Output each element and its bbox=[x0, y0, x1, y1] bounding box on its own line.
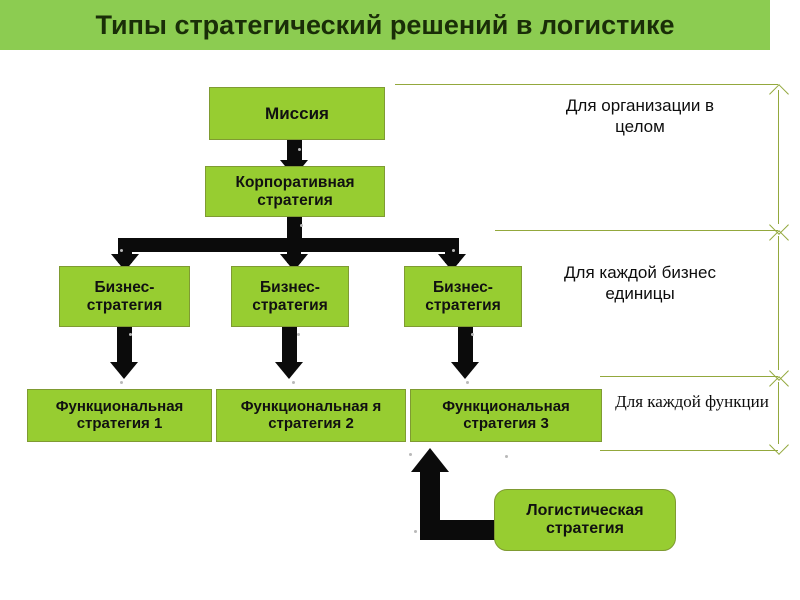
node-mission-label: Миссия bbox=[265, 103, 329, 123]
connector-logistics-horizontal bbox=[420, 520, 505, 540]
scope-divider-bottom bbox=[600, 450, 778, 451]
node-business-strategy-1-label: Бизнес-стратегия bbox=[86, 279, 163, 314]
node-corporate-strategy-label: Корпоративная стратегия bbox=[235, 174, 355, 209]
node-business-strategy-2-label: Бизнес-стратегия bbox=[252, 279, 328, 314]
scan-speck bbox=[120, 381, 123, 384]
chevron-up-icon-1 bbox=[769, 84, 789, 104]
scope-divider-2 bbox=[600, 376, 778, 377]
scan-speck bbox=[452, 249, 455, 252]
scan-speck bbox=[300, 224, 303, 227]
connector-functional-3-stem bbox=[458, 327, 473, 367]
node-corporate-strategy[interactable]: Корпоративная стратегия bbox=[205, 166, 385, 217]
scan-speck bbox=[466, 381, 469, 384]
arrow-functional-3-head bbox=[451, 362, 479, 379]
scope-measure-line-2 bbox=[778, 236, 779, 370]
connector-functional-1-stem bbox=[117, 327, 132, 367]
scope-label-function: Для каждой функции bbox=[615, 392, 769, 411]
connector-mission-corporate-stem bbox=[287, 140, 302, 166]
arrow-functional-2-head bbox=[275, 362, 303, 379]
node-business-strategy-2[interactable]: Бизнес-стратегия bbox=[231, 266, 349, 327]
node-mission[interactable]: Миссия bbox=[209, 87, 385, 140]
node-functional-strategy-3[interactable]: Функциональная стратегия 3 bbox=[410, 389, 602, 442]
node-functional-strategy-1-label: Функциональная стратегия 1 bbox=[55, 397, 184, 432]
node-logistics-strategy[interactable]: Логистическая стратегия bbox=[494, 489, 676, 551]
node-functional-strategy-1[interactable]: Функциональная стратегия 1 bbox=[27, 389, 212, 442]
scope-label-organization: Для организации в целом bbox=[565, 96, 715, 136]
chevron-down-icon-3 bbox=[769, 435, 789, 455]
connector-logistics-vertical bbox=[420, 468, 440, 526]
scan-speck bbox=[409, 453, 412, 456]
connector-corporate-rail bbox=[118, 238, 459, 252]
page-title: Типы стратегический решений в логистике bbox=[95, 10, 675, 40]
chevron-up-icon-2 bbox=[769, 230, 789, 250]
connector-functional-2-stem bbox=[282, 327, 297, 367]
node-business-strategy-1[interactable]: Бизнес-стратегия bbox=[59, 266, 190, 327]
scan-speck bbox=[414, 530, 417, 533]
chevron-up-icon-3 bbox=[769, 376, 789, 396]
scan-speck bbox=[298, 148, 301, 151]
node-business-strategy-3-label: Бизнес-стратегия bbox=[425, 279, 501, 314]
node-functional-strategy-2[interactable]: Функциональная я стратегия 2 bbox=[216, 389, 406, 442]
scope-divider-1 bbox=[495, 230, 778, 231]
connector-corporate-trunk bbox=[287, 216, 302, 240]
scope-label-business-unit: Для каждой бизнес единицы bbox=[564, 263, 716, 303]
scan-speck bbox=[471, 333, 474, 336]
scope-measure-line-1 bbox=[778, 90, 779, 224]
header-band bbox=[0, 0, 770, 50]
scan-speck bbox=[297, 333, 300, 336]
node-functional-strategy-3-label: Функциональная стратегия 3 bbox=[442, 397, 570, 432]
scan-speck bbox=[292, 381, 295, 384]
node-functional-strategy-2-label: Функциональная я стратегия 2 bbox=[240, 397, 382, 432]
scope-divider-top bbox=[395, 84, 778, 85]
node-business-strategy-3[interactable]: Бизнес-стратегия bbox=[404, 266, 522, 327]
scope-measure-line-3 bbox=[778, 382, 779, 444]
node-logistics-strategy-label: Логистическая стратегия bbox=[526, 502, 644, 537]
arrow-logistics-head bbox=[411, 448, 449, 472]
scan-speck bbox=[120, 249, 123, 252]
scan-speck bbox=[505, 455, 508, 458]
scan-speck bbox=[129, 333, 132, 336]
arrow-functional-1-head bbox=[110, 362, 138, 379]
